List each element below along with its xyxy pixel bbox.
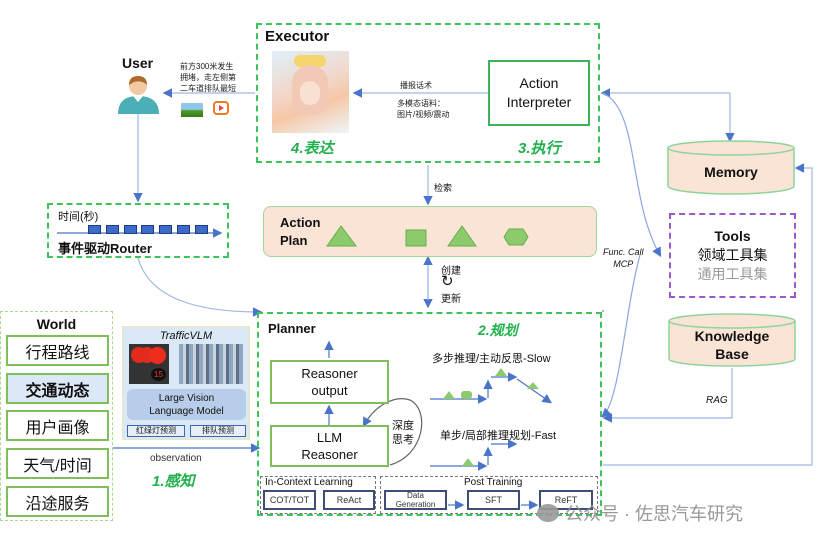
vlm-model-box: Large Vision Language Model bbox=[127, 389, 246, 420]
knowledge-base-db[interactable]: Knowledge Base bbox=[668, 313, 796, 368]
plan-shape-square bbox=[405, 229, 427, 247]
sft-box[interactable]: SFT bbox=[467, 490, 520, 510]
router-events bbox=[88, 225, 218, 234]
planner-panel bbox=[257, 312, 602, 516]
refresh-icon: ↻ bbox=[441, 273, 454, 290]
icl-item-react[interactable]: ReAct bbox=[323, 490, 375, 510]
deep-think-loop bbox=[362, 398, 423, 466]
watermark-text: 公众号 · 佐思汽车研究 bbox=[565, 504, 743, 524]
action-interpreter-box[interactable]: Action Interpreter bbox=[488, 60, 590, 126]
image-icon bbox=[181, 103, 203, 117]
traffic-vlm-title: TrafficVLM bbox=[159, 330, 213, 342]
wechat-icon bbox=[537, 504, 559, 522]
user-label: User bbox=[122, 55, 154, 71]
traffic-light-image: 15 bbox=[129, 344, 169, 384]
avatar-image bbox=[272, 51, 349, 133]
action-plan-box[interactable] bbox=[263, 206, 597, 257]
traffic-jam-image bbox=[179, 344, 243, 384]
tools-domain: 领域工具集 bbox=[697, 247, 768, 263]
reasoner-output-box[interactable]: Reasoner output bbox=[270, 360, 389, 404]
deep-think-label: 深度 思考 bbox=[392, 420, 414, 446]
planner-title: Planner bbox=[268, 321, 316, 336]
tools-general: 通用工具集 bbox=[697, 266, 768, 282]
create-label: 创建 bbox=[441, 266, 461, 277]
router-panel bbox=[47, 203, 229, 258]
memory-db[interactable]: Memory bbox=[667, 140, 795, 196]
video-icon bbox=[213, 101, 229, 115]
arrow-memory-right bbox=[603, 163, 813, 466]
database-icon bbox=[667, 140, 795, 195]
func-call-label: Func. Call MCP bbox=[603, 247, 644, 269]
arrow-rag bbox=[602, 368, 733, 423]
traffic-vlm-panel: TrafficVLM 15 Large Vision Language Mode… bbox=[122, 326, 250, 440]
memory-label: Memory bbox=[704, 164, 758, 180]
watermark: 公众号 · 佐思汽车研究 bbox=[537, 500, 743, 526]
rag-label: RAG bbox=[706, 395, 728, 406]
arrow-router-to-planner bbox=[137, 257, 263, 317]
retrieve-label: 检索 bbox=[434, 183, 453, 193]
step-execute: 3.执行 bbox=[518, 140, 561, 157]
update-label: 更新 bbox=[441, 294, 461, 305]
multimodal-label: 多模态语料： 图片/视频/震动 bbox=[397, 99, 450, 119]
queue-predict-button[interactable]: 排队预测 bbox=[190, 425, 246, 437]
world-panel: World 行程路线 交通动态 用户画像 天气/时间 沿途服务 bbox=[0, 311, 113, 521]
world-item-user-profile[interactable]: 用户画像 bbox=[6, 410, 109, 441]
icl-panel bbox=[260, 476, 376, 514]
slow-label: 多步推理/主动反思-Slow bbox=[432, 353, 551, 365]
plan-shape-hexagon bbox=[503, 228, 529, 246]
icl-item-cot-tot[interactable]: COT/TOT bbox=[263, 490, 316, 510]
icl-title: In-Context Learning bbox=[265, 477, 353, 488]
action-plan-title: Action Plan bbox=[280, 215, 321, 248]
router-title: 事件驱动Router bbox=[58, 241, 152, 256]
world-item-traffic[interactable]: 交通动态 bbox=[6, 373, 109, 404]
plan-shape-triangle bbox=[326, 225, 357, 247]
traffic-light-predict-button[interactable]: 红绿灯预测 bbox=[127, 425, 185, 437]
traffic-light-number: 15 bbox=[151, 368, 166, 381]
world-title: World bbox=[36, 316, 77, 332]
executor-panel bbox=[256, 23, 600, 163]
executor-title: Executor bbox=[265, 28, 330, 45]
tools-title: Tools bbox=[714, 228, 751, 244]
post-training-panel bbox=[380, 476, 598, 514]
broadcast-label: 播报话术 bbox=[400, 81, 432, 90]
user-icon bbox=[118, 76, 159, 114]
router-time-label: 时间(秒) bbox=[58, 211, 99, 223]
llm-reasoner-box[interactable]: LLM Reasoner bbox=[270, 425, 389, 467]
observation-label: observation bbox=[150, 453, 202, 464]
step-express: 4.表达 bbox=[291, 140, 334, 157]
fast-label: 单步/局部推理规划-Fast bbox=[440, 430, 557, 442]
user-avatar bbox=[116, 74, 161, 114]
world-item-services[interactable]: 沿途服务 bbox=[6, 486, 109, 517]
arrow-func-call bbox=[602, 92, 662, 258]
world-item-weather-time[interactable]: 天气/时间 bbox=[6, 448, 109, 479]
post-training-title: Post Training bbox=[464, 477, 523, 488]
plan-shape-triangle bbox=[447, 225, 477, 247]
user-message: 前方300米发生 拥堵，走左侧第 二车道排队最短 bbox=[180, 62, 236, 93]
tools-panel[interactable]: Tools 领域工具集 通用工具集 bbox=[669, 213, 796, 298]
world-item-route[interactable]: 行程路线 bbox=[6, 335, 109, 366]
step-plan: 2.规划 bbox=[478, 322, 518, 338]
data-generation-box[interactable]: Data Generation bbox=[384, 490, 447, 510]
step-perceive: 1.感知 bbox=[152, 473, 195, 490]
database-icon bbox=[668, 313, 796, 367]
